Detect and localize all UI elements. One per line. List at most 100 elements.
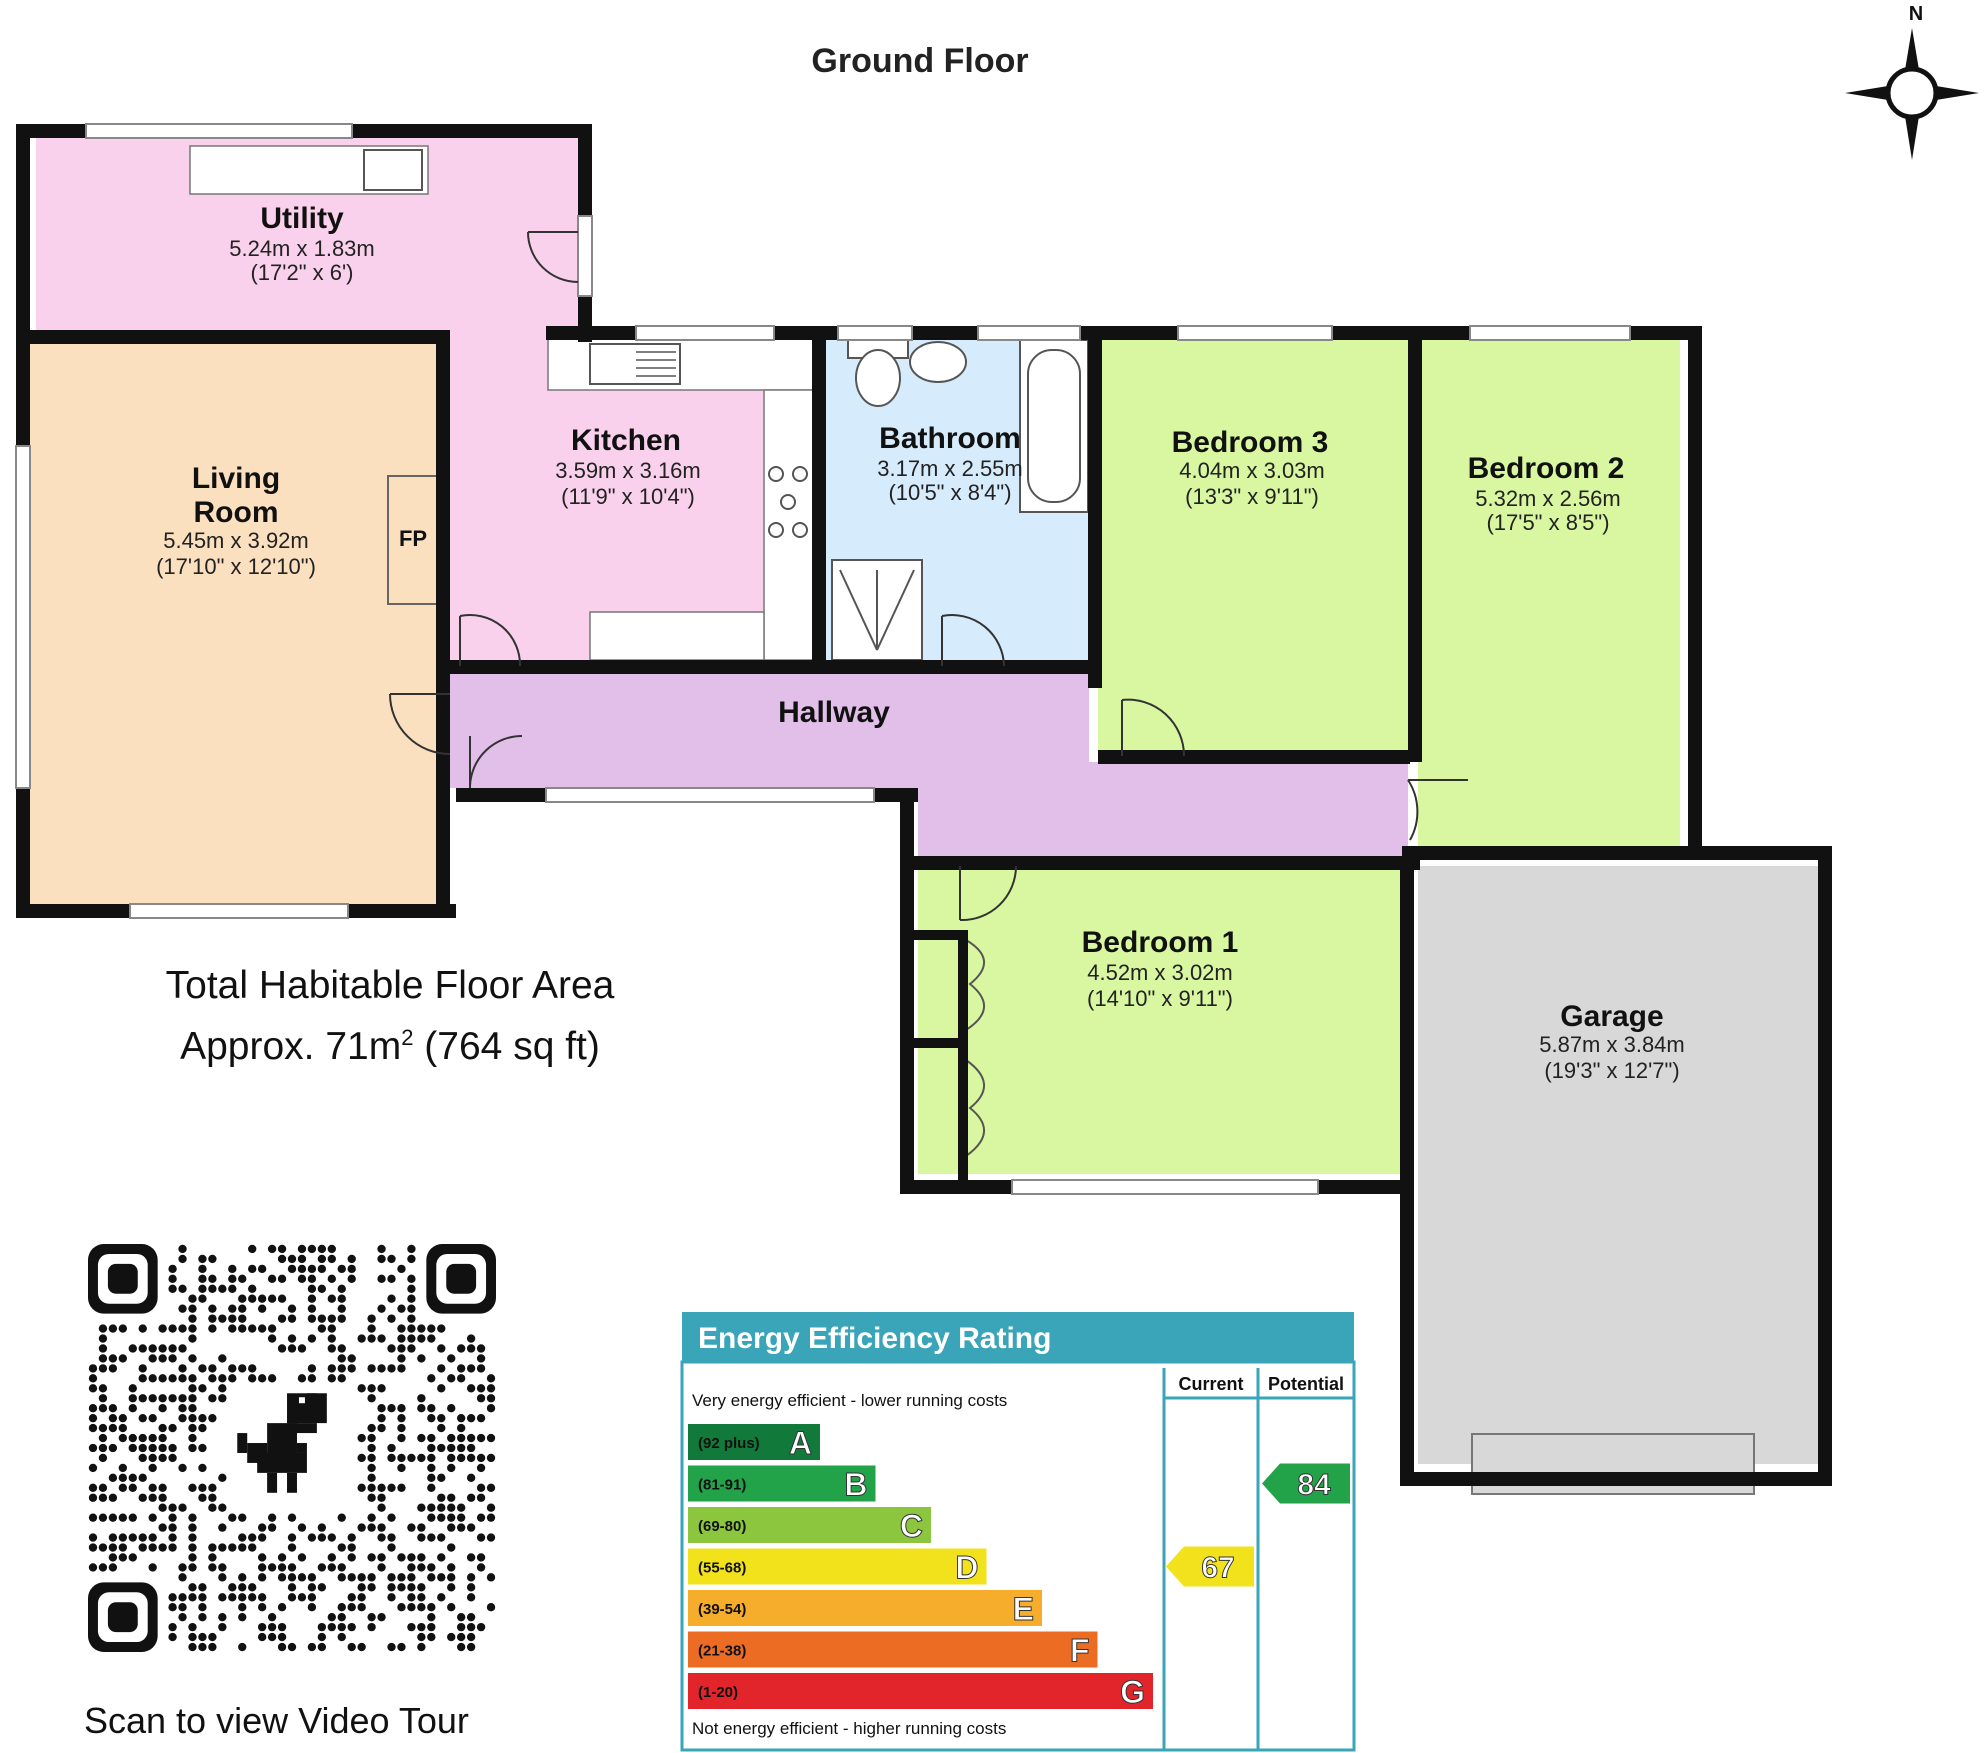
qr-module [407,1284,416,1293]
qr-module [387,1573,396,1582]
qr-module [257,1324,267,1333]
qr-module [287,1513,297,1522]
qr-finder-eye [107,1602,138,1633]
bath-icon [1019,339,1089,513]
qr-module [218,1593,227,1602]
qr-module [407,1294,416,1303]
qr-module [466,1553,476,1562]
dinosaur-icon [237,1393,327,1493]
qr-module [327,1374,336,1383]
qr-module [277,1622,287,1632]
qr-module [456,1413,466,1423]
epc-top-note: Very energy efficient - lower running co… [692,1391,1007,1410]
qr-module [466,1334,476,1343]
qr-module [188,1433,197,1443]
qr-module [447,1563,456,1572]
epc-band-c [688,1507,931,1543]
qr-module [437,1503,446,1512]
qr-module [367,1612,376,1622]
qr-module [437,1593,446,1602]
qr-module [158,1374,167,1383]
bedroom-3-dim-ft: (13'3" x 9'11") [1185,484,1319,509]
qr-module [198,1274,207,1284]
qr-module [128,1433,137,1443]
qr-module [238,1294,247,1303]
qr-module [466,1364,476,1373]
qr-module [238,1593,247,1602]
qr-module [486,1404,496,1413]
epc-potential-header: Potential [1268,1374,1344,1394]
qr-module [267,1294,277,1303]
qr-module [108,1533,118,1542]
qr-module [437,1443,446,1453]
qr-module [437,1324,446,1333]
qr-module [447,1513,456,1522]
qr-module [238,1543,247,1552]
epc-current-arrow [1166,1546,1254,1587]
qr-module [387,1254,396,1264]
qr-code[interactable] [88,1244,496,1652]
qr-module [208,1563,217,1572]
qr-module [138,1344,147,1353]
qr-module [307,1264,317,1274]
qr-module [466,1473,476,1483]
qr-module [327,1533,336,1542]
fireplace-label: FP [399,526,427,551]
qr-module [307,1642,317,1652]
qr-module [397,1264,406,1274]
qr-module [118,1433,128,1443]
qr-module [198,1284,207,1293]
qr-module [387,1404,396,1413]
kitchen-sink-icon [589,343,681,385]
qr-module [208,1284,217,1293]
qr-module [128,1443,137,1453]
qr-module [367,1314,376,1323]
qr-module [397,1433,406,1443]
qr-module [367,1394,376,1403]
qr-module [357,1384,366,1393]
qr-module [88,1563,98,1572]
qr-module [218,1354,227,1363]
qr-module [208,1324,217,1333]
qr-module [198,1364,207,1373]
kitchen-dim-ft: (11'9" x 10'4") [561,484,695,509]
qr-module [367,1622,376,1632]
qr-module [138,1364,147,1373]
qr-module [456,1523,466,1532]
qr-module [257,1622,267,1632]
qr-module [417,1324,426,1333]
qr-module [178,1573,187,1582]
qr-module [218,1622,227,1632]
qr-module [238,1304,247,1313]
qr-module [287,1593,297,1602]
qr-module [138,1433,147,1443]
qr-module [367,1493,376,1502]
qr-module [417,1563,426,1572]
qr-module [307,1593,317,1602]
qr-module [277,1314,287,1323]
qr-module [168,1533,177,1542]
qr-module [178,1413,187,1423]
qr-module [357,1523,366,1532]
qr-module [98,1493,108,1502]
qr-module [476,1463,486,1473]
qr-module [456,1344,466,1353]
qr-module [486,1394,496,1403]
qr-module [287,1533,297,1542]
qr-module [267,1523,277,1532]
qr-module [168,1632,177,1642]
qr-module [228,1314,237,1323]
qr-module [238,1603,247,1612]
qr-module [347,1254,356,1264]
qr-module [168,1264,177,1274]
qr-module [407,1553,416,1562]
qr-module [397,1404,406,1413]
qr-module [248,1284,257,1293]
qr-module [208,1642,217,1652]
qr-module [427,1503,436,1512]
qr-module [377,1413,386,1423]
epc-current-value: 67 [1201,1552,1234,1585]
epc-bands: (92 plus)A(81-91)B(69-80)C(55-68)D(39-54… [688,1424,1153,1711]
qr-module [178,1324,187,1333]
qr-module [417,1404,426,1413]
